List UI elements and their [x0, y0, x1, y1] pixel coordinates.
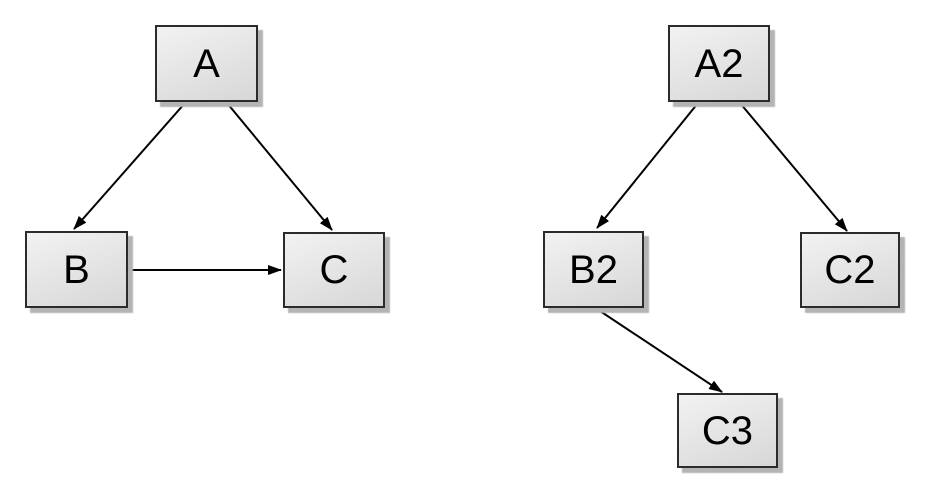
node-B2[interactable]: B2 — [543, 231, 644, 308]
node-label-B2: B2 — [569, 247, 618, 292]
node-C3[interactable]: C3 — [677, 393, 778, 468]
node-B[interactable]: B — [25, 231, 128, 308]
node-label-C3: C3 — [701, 408, 754, 453]
node-label-A2: A2 — [694, 41, 744, 86]
node-C[interactable]: C — [283, 232, 385, 308]
edge-A-to-C — [226, 102, 333, 231]
edge-B2-to-C3 — [596, 308, 723, 393]
node-label-C: C — [319, 248, 349, 292]
edge-A2-to-B2 — [596, 102, 699, 229]
node-C2[interactable]: C2 — [800, 232, 900, 308]
node-label-B: B — [63, 247, 90, 292]
node-label-A: A — [193, 41, 220, 86]
node-A2[interactable]: A2 — [668, 25, 770, 102]
edge-A2-to-C2 — [739, 102, 848, 232]
edge-A-to-B — [73, 102, 186, 230]
node-A[interactable]: A — [155, 25, 258, 102]
node-label-C2: C2 — [824, 248, 876, 292]
